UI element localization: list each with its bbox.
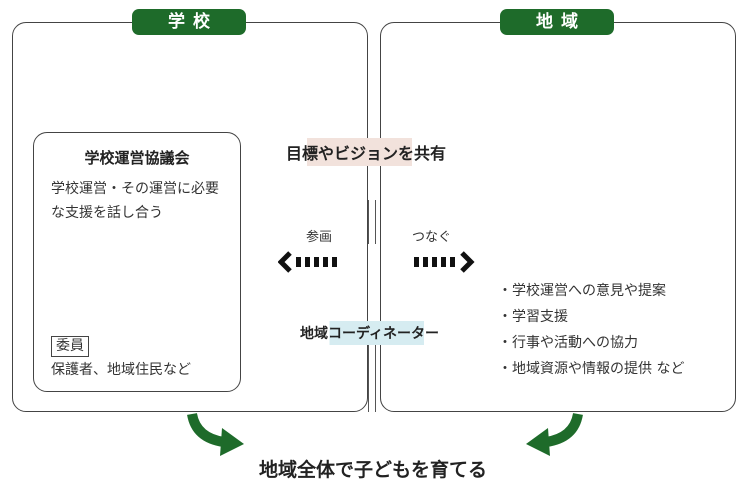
curved-arrow-left-icon — [526, 412, 583, 456]
school-header: 学校 — [132, 9, 246, 35]
council-description: 学校運営・その運営に必要な支援を話し合う — [51, 181, 219, 221]
bottom-slogan: 地域全体で子どもを育てる — [258, 459, 487, 481]
connect-label: つなぐ — [412, 230, 452, 245]
list-item: 学校運営への意見や提案 — [498, 278, 684, 304]
council-title: 学校運営協議会 — [84, 149, 190, 167]
school-council-box: 学校運営協議会 学校運営・その運営に必要な支援を話し合う 委員 保護者、地域住民… — [33, 132, 241, 392]
panel-divider-bottom — [368, 328, 376, 412]
left-arrow-icon — [278, 251, 337, 273]
list-item: 学習支援 — [498, 304, 684, 330]
right-arrow-icon — [414, 251, 475, 273]
list-item: 地域資源や情報の提供 など — [498, 356, 684, 382]
region-header: 地域 — [500, 9, 614, 35]
participate-label: 参画 — [306, 230, 333, 245]
shared-vision-label: 目標やビジョンを共有 — [284, 138, 449, 166]
list-item: 行事や活動への協力 — [498, 330, 684, 356]
members-label: 委員 — [51, 336, 89, 357]
panel-divider-top — [368, 200, 376, 244]
curved-arrow-right-icon — [187, 412, 244, 456]
region-activity-list: 学校運営への意見や提案 学習支援 行事や活動への協力 地域資源や情報の提供 など — [498, 278, 684, 382]
community-coordinator-label: 地域コーディネーター — [298, 321, 442, 345]
members-list: 保護者、地域住民など — [51, 362, 191, 378]
